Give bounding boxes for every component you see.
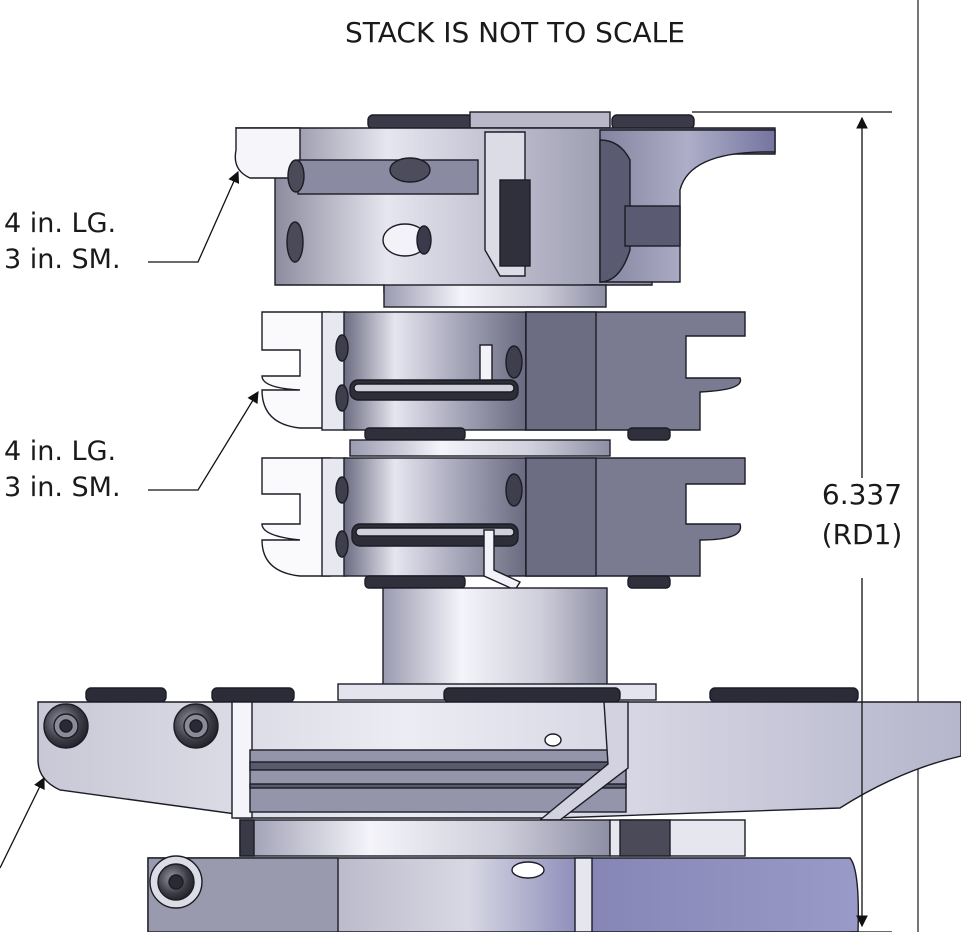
- screw-head: [364, 575, 466, 589]
- callout-2-line2: 3 in. SM.: [4, 472, 121, 503]
- base-body: [37, 687, 961, 821]
- top-cutter-head: [234, 111, 776, 308]
- socket-screw: [173, 703, 219, 749]
- socket-screw: [43, 703, 89, 749]
- callout-1-leader: [148, 170, 240, 263]
- bottom-part: [147, 819, 859, 933]
- callout-2-line1: 4 in. LG.: [4, 436, 116, 467]
- spacer: [337, 587, 657, 701]
- screw-head: [627, 575, 671, 589]
- screw-head: [443, 687, 621, 703]
- page-title: STACK IS NOT TO SCALE: [345, 16, 685, 49]
- screw-head: [211, 687, 295, 703]
- callout-1-line2: 3 in. SM.: [4, 244, 121, 275]
- callout-1: 4 in. LG. 3 in. SM.: [4, 170, 240, 275]
- screw-head: [364, 427, 466, 441]
- callout-1-line1: 4 in. LG.: [4, 208, 116, 239]
- cutter-stack-2: [261, 439, 746, 591]
- cutter-stack-1: [261, 311, 746, 441]
- screw-head: [85, 687, 167, 703]
- dimension-reference: (RD1): [822, 518, 903, 551]
- callout-3-leader-only: [0, 776, 45, 869]
- screw-head: [367, 114, 474, 130]
- callout-2-leader: [148, 391, 259, 491]
- socket-screw: [149, 855, 203, 909]
- dimension-value: 6.337: [822, 478, 902, 511]
- screw-head: [611, 114, 695, 130]
- screw-head: [709, 687, 859, 703]
- callout-2: 4 in. LG. 3 in. SM.: [4, 391, 259, 503]
- screw-head: [627, 427, 671, 441]
